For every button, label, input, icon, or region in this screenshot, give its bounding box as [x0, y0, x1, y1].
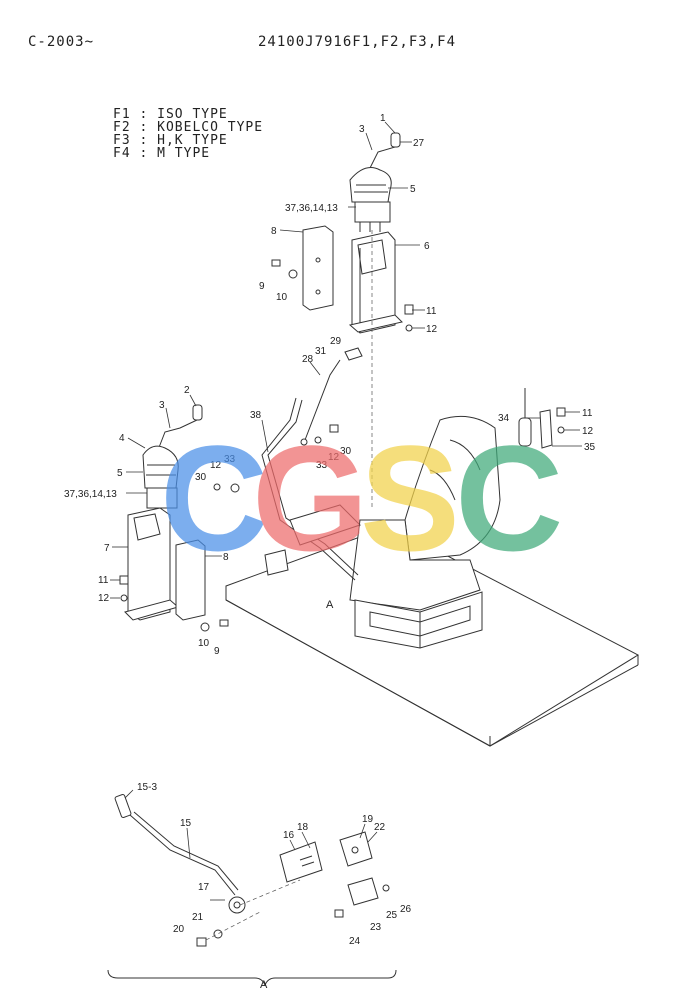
callout-5-upper: 5 [410, 184, 416, 195]
callout-19: 19 [362, 814, 374, 825]
callout-29: 29 [330, 336, 342, 347]
cgsc-watermark: C G S C [160, 414, 563, 582]
callout-30-right: 30 [340, 446, 352, 457]
callout-6: 6 [424, 241, 430, 252]
callout-3-lower: 3 [159, 400, 165, 411]
callout-7: 7 [104, 543, 110, 554]
callout-10-upper: 10 [276, 292, 288, 303]
callout-23: 23 [370, 922, 382, 933]
callout-38: 38 [250, 410, 262, 421]
callout-34: 34 [498, 413, 510, 424]
watermark-letter-s: S [360, 414, 460, 582]
callout-12-lower: 12 [98, 593, 110, 604]
callout-8-lower: 8 [223, 552, 229, 563]
serial-range: C-2003~ [28, 34, 95, 50]
right-control-console [271, 132, 414, 510]
legend-item-f2: F2 : KOBELCO TYPE [113, 120, 264, 135]
legend-item-f3: F3 : H,K TYPE [113, 133, 228, 148]
watermark-letter-g: G [252, 414, 369, 582]
callout-21: 21 [192, 912, 204, 923]
detail-a-marker: A [326, 599, 334, 611]
watermark-letter-c2: C [455, 414, 563, 582]
callout-37-36-14-13-lower: 37,36,14,13 [64, 489, 117, 500]
callout-25: 25 [386, 910, 398, 921]
callout-5-lower: 5 [117, 468, 123, 479]
callout-33-right: 33 [316, 460, 328, 471]
callout-28: 28 [302, 354, 314, 365]
callout-20: 20 [173, 924, 185, 935]
callout-9-lower: 9 [214, 646, 220, 657]
callout-10-lower: 10 [198, 638, 210, 649]
callout-22: 22 [374, 822, 386, 833]
type-legend: F1 : ISO TYPE F2 : KOBELCO TYPE F3 : H,K… [113, 108, 263, 160]
callout-26: 26 [400, 904, 412, 915]
callout-leaders [110, 121, 582, 859]
callout-12-right: 12 [582, 426, 594, 437]
callout-24: 24 [349, 936, 361, 947]
callout-18: 18 [297, 822, 309, 833]
callout-12-mid-left: 12 [210, 460, 222, 471]
detail-a-pedal-lever [107, 794, 397, 987]
callout-11-lower: 11 [98, 575, 109, 586]
callout-11-upper: 11 [426, 306, 437, 317]
legend-item-f1: F1 : ISO TYPE [113, 107, 228, 122]
callout-12-upper: 12 [426, 324, 438, 335]
detail-a-caption: A [260, 979, 268, 991]
callout-33-left: 33 [224, 454, 236, 465]
callout-1: 1 [380, 113, 386, 124]
travel-lever-assembly [213, 347, 363, 581]
callout-3-upper: 3 [359, 124, 365, 135]
callout-15: 15 [180, 818, 192, 829]
callout-17: 17 [198, 882, 210, 893]
legend-item-f4: F4 : M TYPE [113, 146, 211, 161]
callout-12-mid-right: 12 [328, 452, 340, 463]
callout-2: 2 [184, 385, 190, 396]
callout-27: 27 [413, 138, 425, 149]
callout-labels: 1 3 27 5 37,36,14,13 8 6 9 10 11 12 29 3… [64, 113, 596, 991]
operator-seat [349, 415, 501, 649]
callout-4: 4 [119, 433, 125, 444]
callout-9-upper: 9 [259, 281, 265, 292]
callout-11-right: 11 [582, 408, 593, 419]
callout-15-3: 15-3 [137, 782, 157, 793]
callout-31: 31 [315, 346, 327, 357]
callout-8-upper: 8 [271, 226, 277, 237]
callout-35: 35 [584, 442, 596, 453]
callout-37-36-14-13-upper: 37,36,14,13 [285, 203, 338, 214]
callout-16: 16 [283, 830, 295, 841]
watermark-letter-c1: C [160, 414, 268, 582]
callout-30-left: 30 [195, 472, 207, 483]
part-number: 24100J7916F1,F2,F3,F4 [258, 34, 457, 50]
left-control-console [119, 404, 229, 632]
